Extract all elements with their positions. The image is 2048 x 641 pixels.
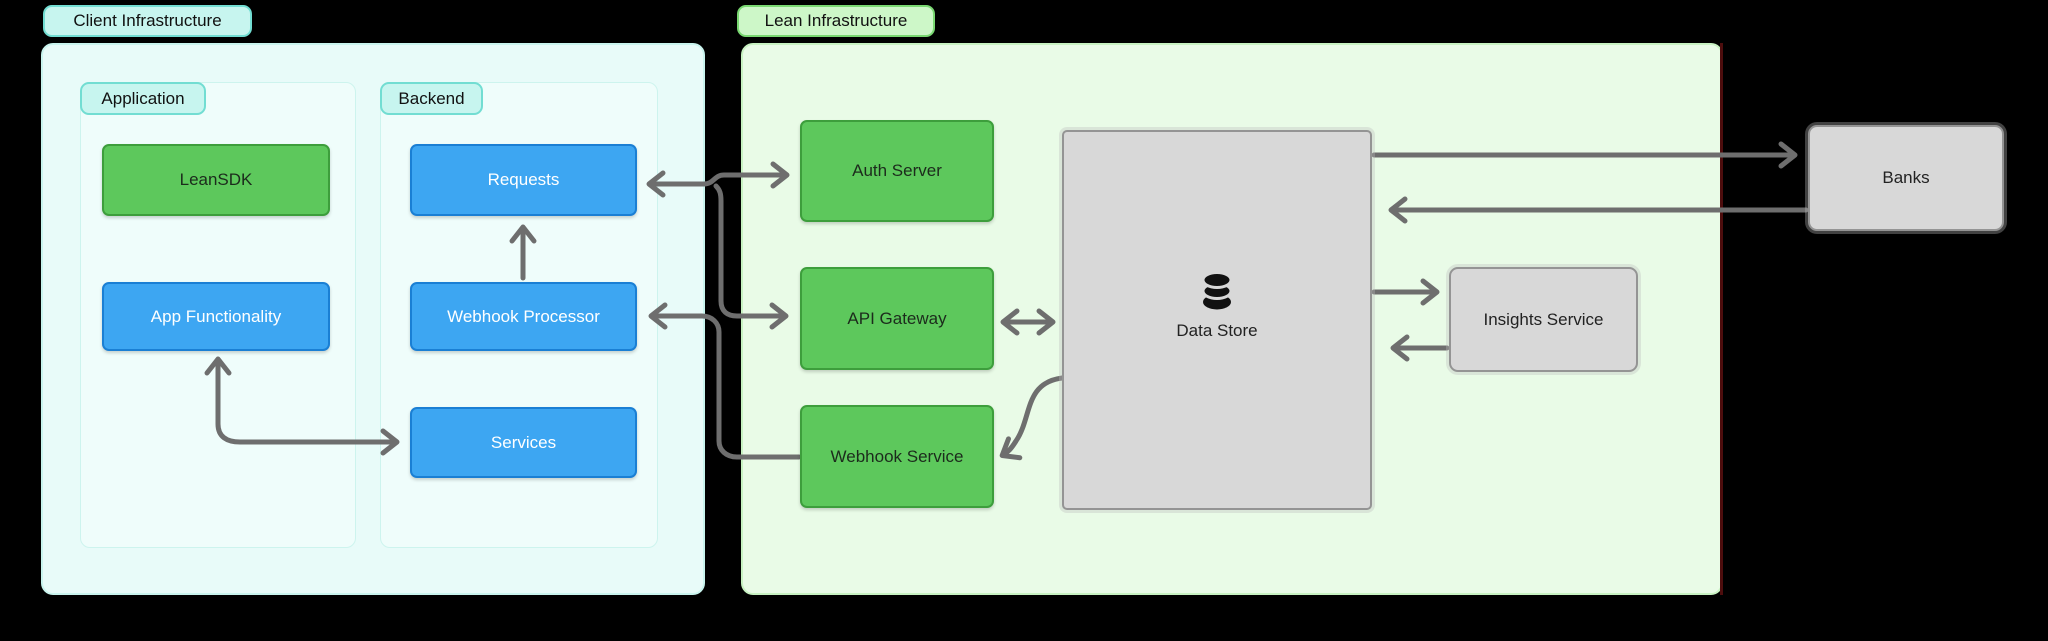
node-webhook-processor: Webhook Processor [410, 282, 637, 351]
node-data-store: Data Store [1062, 130, 1372, 510]
backend-label: Backend [380, 82, 483, 115]
database-icon [1201, 271, 1233, 310]
node-leansdk: LeanSDK [102, 144, 330, 216]
client-infrastructure-label: Client Infrastructure [43, 5, 252, 37]
application-label: Application [80, 82, 206, 115]
node-services: Services [410, 407, 637, 478]
node-auth-server: Auth Server [800, 120, 994, 222]
node-webhook-service: Webhook Service [800, 405, 994, 508]
node-app-functionality: App Functionality [102, 282, 330, 351]
node-api-gateway: API Gateway [800, 267, 994, 370]
lean-infrastructure-label: Lean Infrastructure [737, 5, 935, 37]
node-banks: Banks [1808, 125, 2004, 231]
lean-group-right-edge-line [1720, 43, 1723, 595]
node-insights-service: Insights Service [1449, 267, 1638, 372]
node-requests: Requests [410, 144, 637, 216]
